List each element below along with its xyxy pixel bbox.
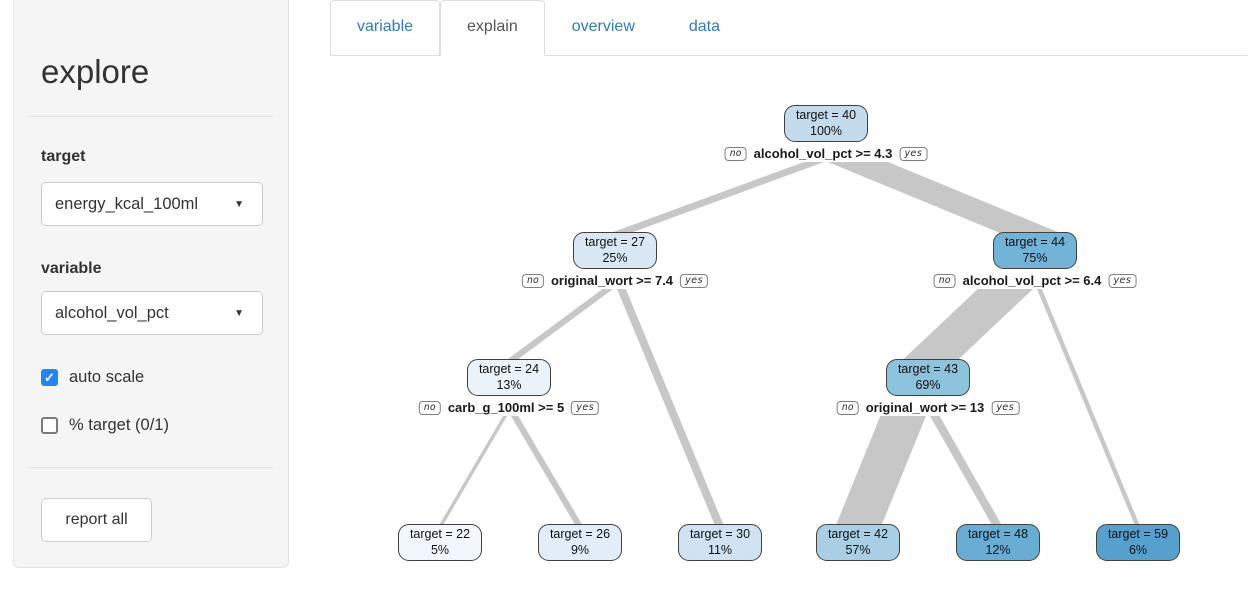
node-target-value: target = 24 <box>478 362 540 376</box>
split-condition: alcohol_vol_pct >= 6.4 <box>962 273 1102 288</box>
variable-label: variable <box>41 260 102 277</box>
node-target-value: target = 22 <box>409 527 471 541</box>
tree-edge-n24-n26 <box>511 416 584 527</box>
node-percentage: 100% <box>810 123 842 138</box>
node-percentage: 75% <box>1022 250 1048 265</box>
split-condition: alcohol_vol_pct >= 4.3 <box>753 146 893 161</box>
node-percentage: 25% <box>602 250 628 265</box>
tab-overview[interactable]: overview <box>571 18 635 35</box>
variable-select-value: alcohol_vol_pct <box>55 303 169 322</box>
tree-edge-n40-n44 <box>828 162 1065 235</box>
edge-label-yes: yes <box>680 273 709 288</box>
target-label: target <box>41 148 86 165</box>
tree-edge-n43-n42 <box>835 416 926 527</box>
node-target-value: target = 44 <box>1004 235 1066 249</box>
split-label-n44: no alcohol_vol_pct >= 6.4 yes <box>933 273 1137 288</box>
node-target-value: target = 48 <box>967 527 1029 541</box>
edge-label-yes: yes <box>571 400 600 415</box>
edge-label-no: no <box>418 400 441 415</box>
sidebar-divider <box>28 467 274 468</box>
node-target-value: target = 30 <box>689 527 751 541</box>
variable-select[interactable]: alcohol_vol_pct ▼ <box>41 291 263 335</box>
node-percentage: 6% <box>1128 542 1148 557</box>
edge-label-yes: yes <box>1108 273 1137 288</box>
edge-label-no: no <box>724 146 747 161</box>
node-percentage: 11% <box>707 542 733 557</box>
chevron-down-icon: ▼ <box>234 307 244 319</box>
edge-label-yes: yes <box>899 146 928 161</box>
checkbox-row-auto-scale[interactable]: ✓ auto scale <box>41 368 144 387</box>
checkbox-label: auto scale <box>69 368 145 386</box>
report-all-button[interactable]: report all <box>41 498 152 542</box>
chevron-down-icon: ▼ <box>234 198 244 210</box>
edge-label-no: no <box>933 273 956 288</box>
tab-data[interactable]: data <box>688 18 721 35</box>
split-condition: original_wort >= 7.4 <box>550 273 674 288</box>
tab-explain[interactable]: explain <box>440 0 545 56</box>
checkbox-row-target-0-1[interactable]: % target (0/1) <box>41 416 169 435</box>
node-percentage: 9% <box>570 542 590 557</box>
tree-edge-n27-n24 <box>503 289 613 362</box>
node-percentage: 69% <box>915 377 941 392</box>
split-label-n24: no carb_g_100ml >= 5 yes <box>418 400 600 415</box>
tab-variable[interactable]: variable <box>330 0 441 56</box>
tree-edge-n43-n48 <box>930 416 1003 527</box>
tree-edges-layer <box>438 162 1141 527</box>
tree-edge-n44-n43 <box>900 289 1033 362</box>
node-percentage: 13% <box>496 377 522 392</box>
checkbox-label: % target (0/1) <box>69 416 169 434</box>
split-label-n43: no original_wort >= 13 yes <box>836 400 1020 415</box>
node-percentage: 57% <box>845 542 871 557</box>
split-condition: original_wort >= 13 <box>865 400 985 415</box>
sidebar-divider <box>28 116 274 117</box>
edge-label-no: no <box>836 400 859 415</box>
tree-edge-n24-n22 <box>438 416 507 527</box>
node-target-value: target = 27 <box>584 235 646 249</box>
target-select[interactable]: energy_kcal_100ml ▼ <box>41 182 263 226</box>
checkbox-unchecked-icon[interactable] <box>41 417 58 434</box>
tree-edge-n27-n30 <box>617 289 725 527</box>
tree-edge-n40-n27 <box>605 162 824 235</box>
node-percentage: 5% <box>430 542 450 557</box>
split-label-n40: no alcohol_vol_pct >= 4.3 yes <box>724 146 928 161</box>
node-percentage: 12% <box>985 542 1011 557</box>
split-condition: carb_g_100ml >= 5 <box>447 400 565 415</box>
checkbox-checked-icon[interactable]: ✓ <box>41 369 58 386</box>
node-target-value: target = 43 <box>897 362 959 376</box>
sidebar-title: explore <box>41 53 150 90</box>
target-select-value: energy_kcal_100ml <box>55 194 199 213</box>
node-target-value: target = 42 <box>827 527 889 541</box>
node-target-value: target = 59 <box>1107 527 1169 541</box>
tree-edge-n44-n59 <box>1037 289 1141 527</box>
node-target-value: target = 40 <box>795 108 857 122</box>
node-target-value: target = 26 <box>549 527 611 541</box>
edge-label-no: no <box>521 273 544 288</box>
split-label-n27: no original_wort >= 7.4 yes <box>521 273 709 288</box>
edge-label-yes: yes <box>991 400 1020 415</box>
explore-sidebar-panel: explore target energy_kcal_100ml ▼ varia… <box>13 0 289 568</box>
